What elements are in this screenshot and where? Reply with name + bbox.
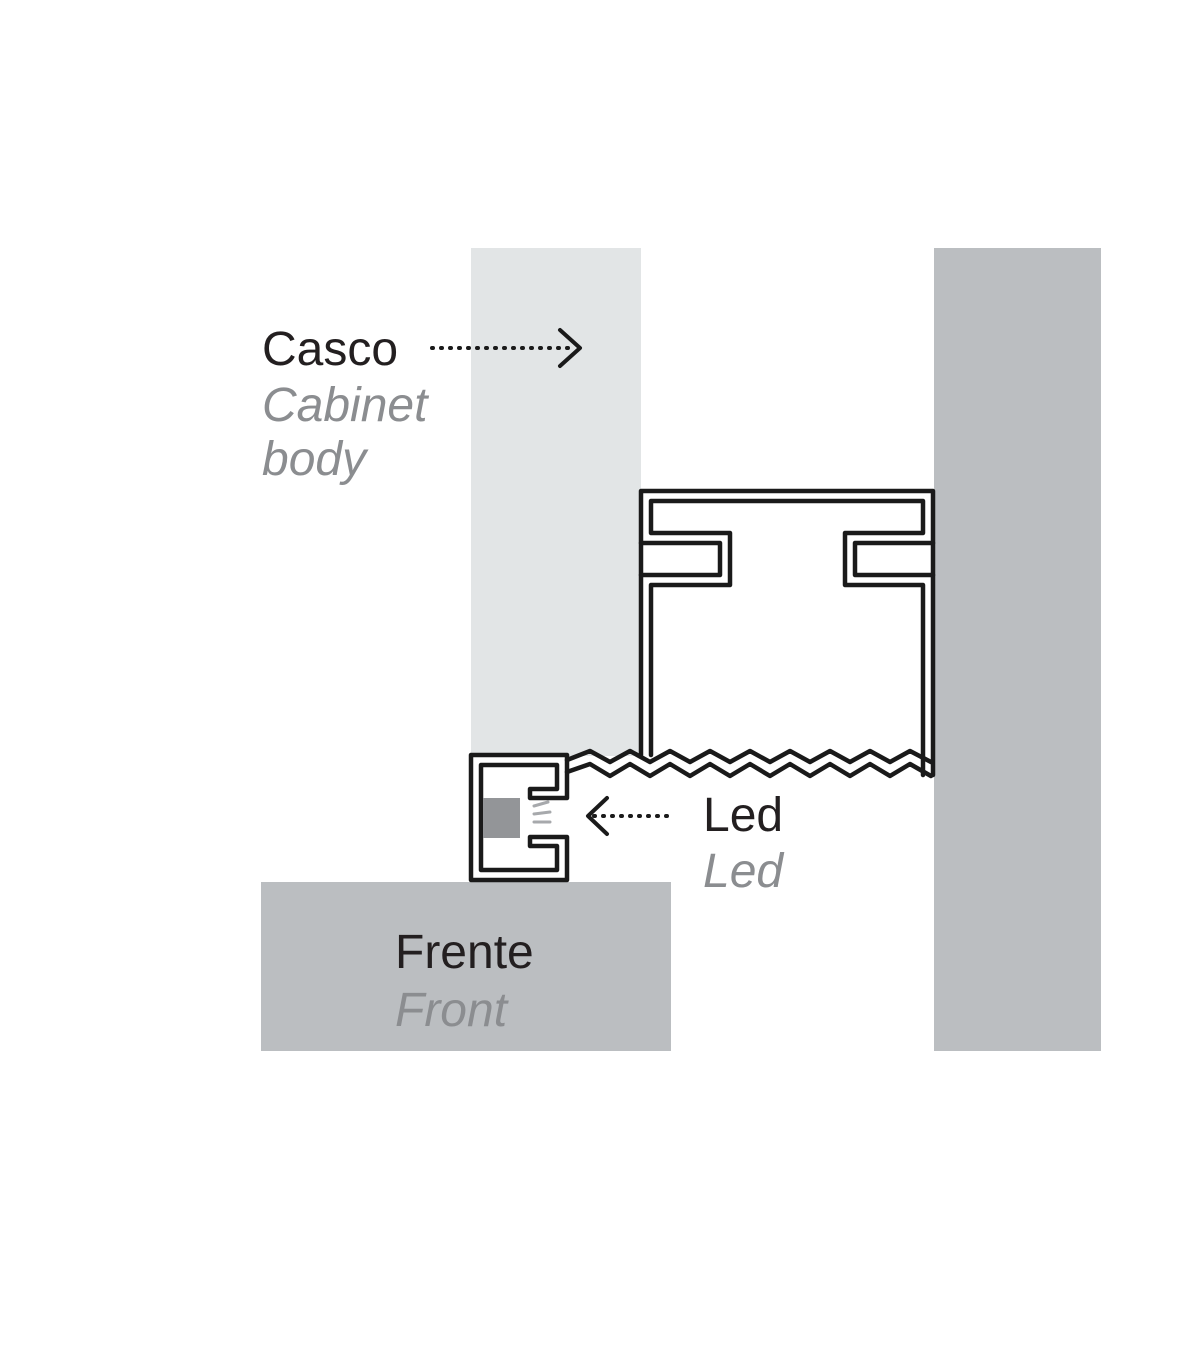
cabinet-body-label-line2: body — [262, 433, 367, 486]
front-panel — [261, 882, 671, 1051]
led-channel-outer — [468, 752, 570, 883]
frente-label: Frente — [395, 926, 534, 979]
led-label: Led — [703, 789, 784, 842]
profile-right-notch — [852, 540, 936, 578]
casco-arrow — [430, 328, 582, 368]
led-chip — [483, 798, 520, 838]
casco-label: Casco — [262, 323, 399, 376]
profile-left-notch — [638, 540, 723, 578]
cabinet-body-label-line1: Cabinet — [262, 379, 428, 432]
led-translation-label: Led — [703, 845, 784, 898]
front-label: Front — [395, 984, 508, 1037]
led-arrow — [586, 796, 672, 836]
profile-inner-outline — [648, 498, 926, 778]
side-panel — [934, 248, 1101, 1051]
mounting-profile — [564, 488, 936, 779]
glue-bead-bottom — [564, 761, 934, 779]
led-channel-profile — [468, 752, 570, 883]
glue-bead-top — [564, 748, 934, 765]
led-light-rays — [532, 800, 552, 824]
cabinet-body-panel — [471, 248, 641, 756]
profile-outer-outline — [638, 488, 936, 778]
